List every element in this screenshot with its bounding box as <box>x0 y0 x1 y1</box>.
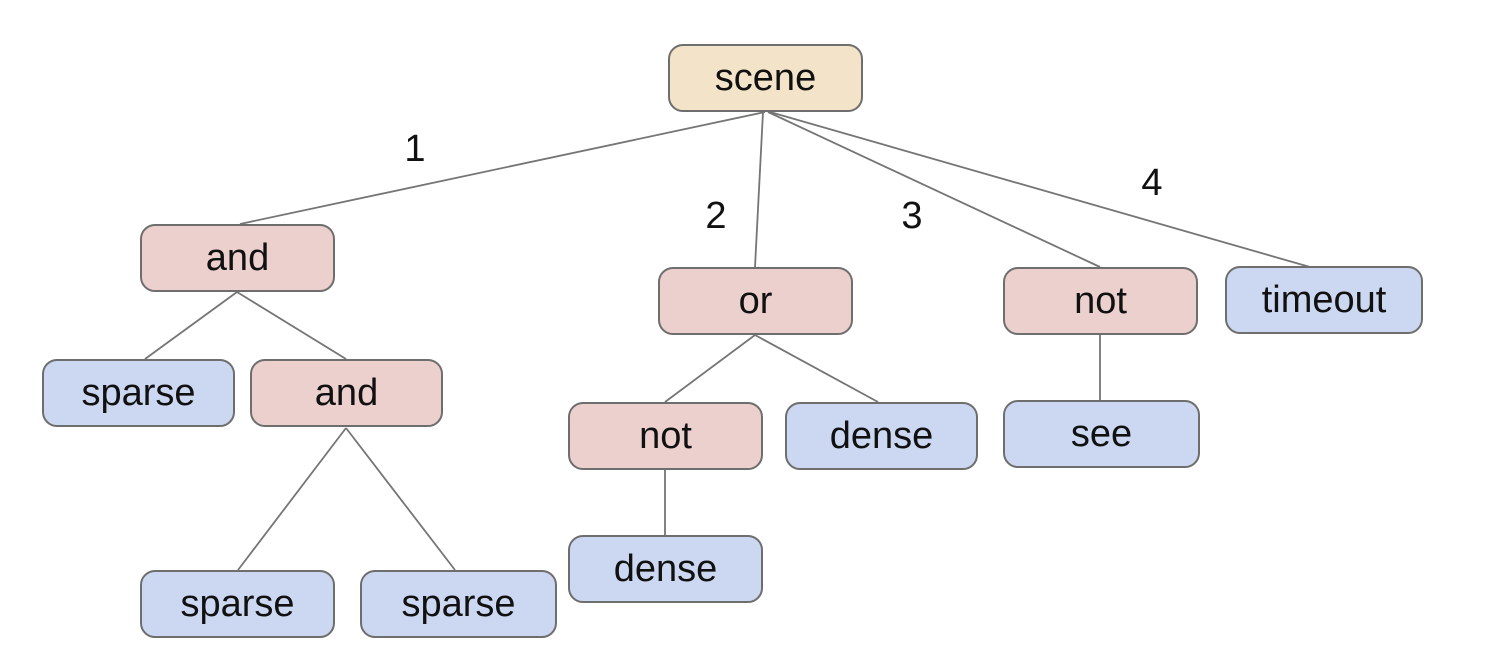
edge-scene-not-1 <box>767 111 1101 268</box>
node-see: see <box>1003 400 1200 468</box>
edge-scene-and-1 <box>239 111 766 225</box>
node-dense-1: dense <box>785 402 978 470</box>
edge-and-1-sparse-1 <box>144 291 238 360</box>
edge-and-1-and-2 <box>236 291 347 360</box>
node-and-2: and <box>250 359 443 427</box>
edge-label-branch-4: 4 <box>1141 162 1163 204</box>
edge-label-branch-1: 1 <box>404 128 426 170</box>
edge-label-branch-2: 2 <box>705 195 727 237</box>
edge-scene-timeout-1 <box>769 111 1311 268</box>
edge-and-2-sparse-3 <box>345 427 456 571</box>
node-sparse-3: sparse <box>360 570 557 638</box>
node-sparse-1: sparse <box>42 359 235 427</box>
edge-or-1-dense-1 <box>754 334 879 403</box>
edge-or-1-not-2 <box>664 334 756 403</box>
edge-scene-or-1 <box>754 111 764 268</box>
edge-label-branch-3: 3 <box>901 195 923 237</box>
edge-and-2-sparse-2 <box>237 427 347 571</box>
node-sparse-2: sparse <box>140 570 335 638</box>
node-scene: scene <box>668 44 863 112</box>
node-dense-2: dense <box>568 535 763 603</box>
node-or: or <box>658 267 853 335</box>
node-and-1: and <box>140 224 335 292</box>
node-timeout: timeout <box>1225 266 1423 334</box>
node-not-1: not <box>1003 267 1198 335</box>
node-not-2: not <box>568 402 763 470</box>
